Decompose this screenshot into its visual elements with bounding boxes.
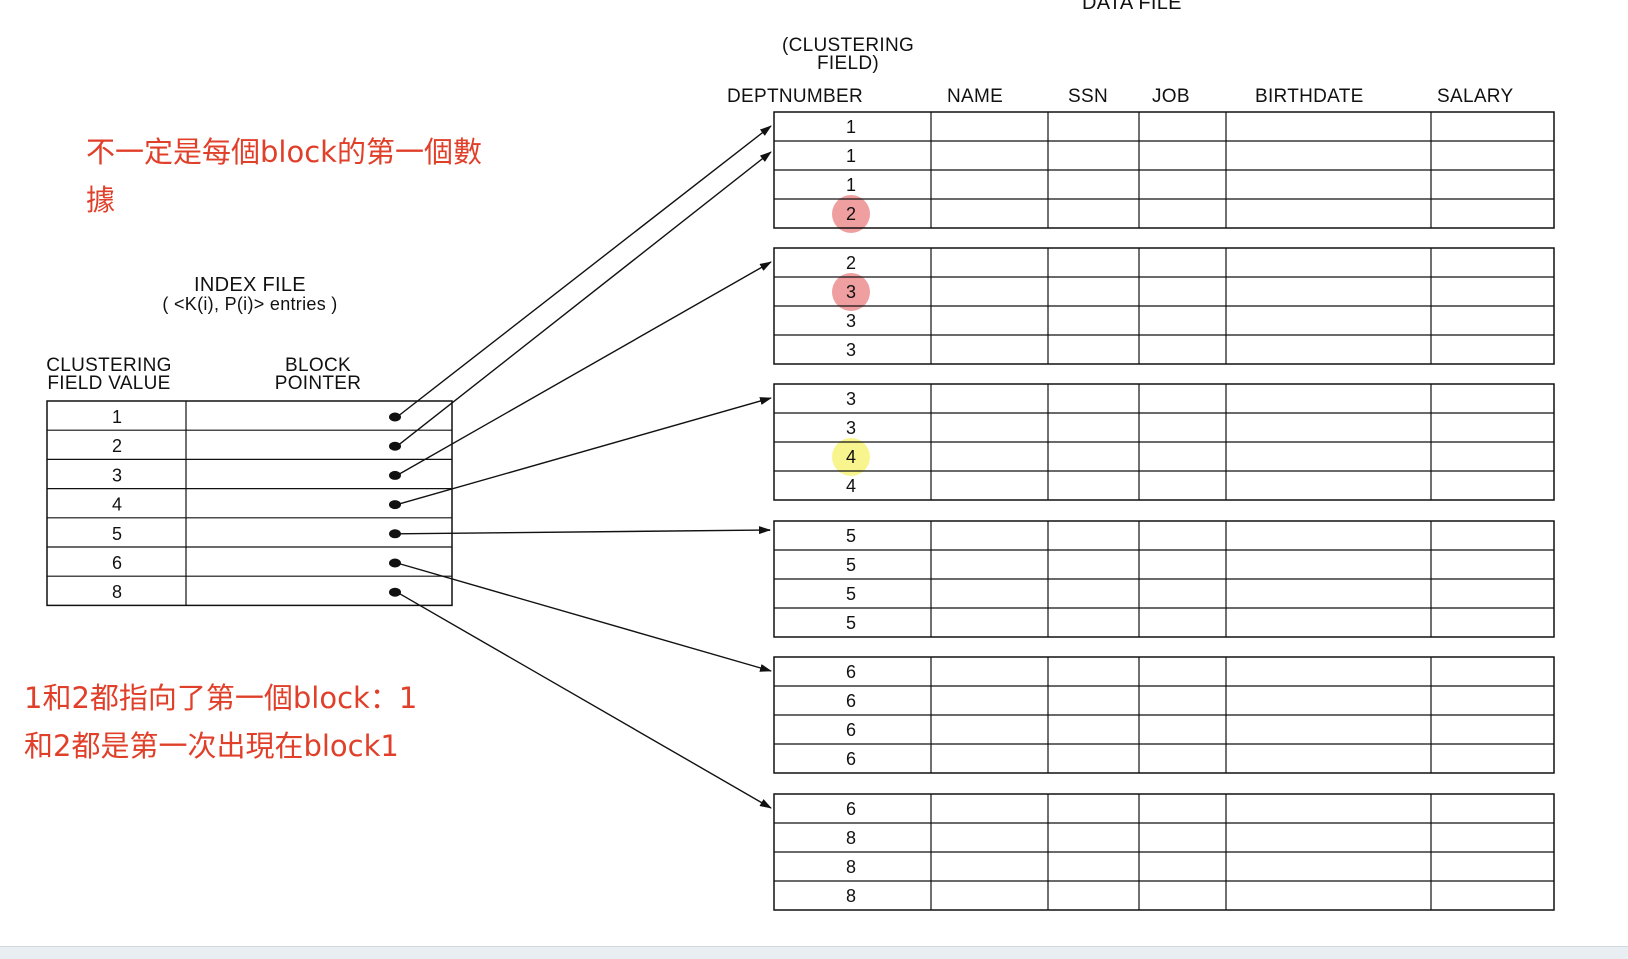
block-pointer-dot [389, 412, 401, 422]
index-file-subtitle: ( <K(i), P(i)> entries ) [162, 294, 338, 314]
column-header-deptnumber: DEPTNUMBER [727, 86, 864, 107]
deptnumber-cell: 4 [846, 476, 856, 496]
highlight-circle [832, 195, 870, 233]
deptnumber-cell: 8 [846, 828, 856, 848]
clustering-field-label-line2: FIELD) [817, 53, 879, 74]
bottom-annotation: 1和2都指向了第一個block：1 和2都是第一次出現在block1 [24, 674, 417, 770]
deptnumber-cell: 6 [846, 749, 856, 769]
deptnumber-cell: 5 [846, 526, 856, 546]
block-pointer-dot [389, 470, 401, 480]
index-key-cell: 2 [112, 436, 122, 456]
deptnumber-cell: 4 [846, 447, 856, 467]
column-header-salary: SALARY [1437, 86, 1514, 107]
pointer-arrow [396, 125, 772, 418]
block-pointer-dot [389, 558, 401, 568]
index-key-cell: 8 [112, 582, 122, 602]
highlight-layer [832, 195, 870, 476]
data-block-3: 3 3 4 4 [773, 383, 1555, 501]
index-key-cell: 1 [112, 407, 122, 427]
deptnumber-cell: 6 [846, 691, 856, 711]
block-pointer-dot [389, 500, 401, 510]
index-key-cell: 4 [112, 495, 122, 515]
deptnumber-cell: 5 [846, 555, 856, 575]
block-pointer-dot [389, 587, 401, 597]
index-col2-line2: POINTER [274, 373, 362, 394]
column-header-job: JOB [1152, 86, 1190, 107]
index-key-cell: 5 [112, 524, 122, 544]
index-col1-line2: FIELD VALUE [47, 373, 171, 394]
pointer-arrow [396, 526, 771, 535]
deptnumber-cell: 2 [846, 253, 856, 273]
deptnumber-cell: 6 [846, 799, 856, 819]
highlight-circle [832, 438, 870, 476]
window-bottom-edge [0, 946, 1628, 959]
pointer-arrow [396, 151, 772, 447]
clustering-field-label: (CLUSTERING FIELD) [748, 35, 948, 74]
column-header-name: NAME [947, 86, 1004, 107]
index-col-clustering-field-value: CLUSTERING FIELD VALUE [14, 355, 204, 394]
deptnumber-cell: 8 [846, 886, 856, 906]
data-block-2: 2 3 3 3 [773, 247, 1555, 365]
data-block-6: 6 8 8 8 [773, 793, 1555, 911]
index-col1-line1: CLUSTERING [46, 355, 172, 376]
pointer-arrow [396, 261, 772, 477]
bottom-annotation-line2: 和2都是第一次出現在block1 [24, 729, 399, 763]
index-col2-line1: BLOCK [285, 355, 351, 376]
deptnumber-cell: 1 [846, 146, 856, 166]
top-annotation-line1: 不一定是每個block的第一個數 [86, 135, 482, 169]
deptnumber-cell: 5 [846, 584, 856, 604]
deptnumber-cell: 6 [846, 720, 856, 740]
deptnumber-cell: 2 [846, 204, 856, 224]
column-header-ssn: SSN [1068, 86, 1108, 107]
pointer-arrow [396, 591, 772, 809]
index-table-border [46, 400, 453, 607]
index-key-cell: 3 [112, 465, 122, 485]
deptnumber-cell: 6 [846, 662, 856, 682]
deptnumber-cell: 3 [846, 282, 856, 302]
pointer-arrows [396, 125, 772, 809]
deptnumber-cell: 5 [846, 613, 856, 633]
data-file-blocks: 1 1 1 2 2 3 3 3 3 3 4 4 5 5 5 5 6 6 6 6 6 8 8 8 [773, 111, 1555, 911]
deptnumber-cell: 1 [846, 175, 856, 195]
deptnumber-cell: 3 [846, 418, 856, 438]
index-file-title: INDEX FILE [194, 274, 306, 296]
deptnumber-cell: 3 [846, 340, 856, 360]
index-col-block-pointer: BLOCK POINTER [238, 355, 398, 394]
deptnumber-cell: 3 [846, 389, 856, 409]
pointer-arrow [396, 397, 772, 506]
bottom-annotation-line1: 1和2都指向了第一個block：1 [24, 681, 418, 715]
index-key-cell: 6 [112, 553, 122, 573]
data-block-1: 1 1 1 2 [773, 111, 1555, 229]
data-file-title: DATA FILE [1082, 0, 1182, 14]
top-annotation: 不一定是每個block的第一個數 據 [86, 128, 482, 224]
highlight-circle [832, 273, 870, 311]
data-block-5: 6 6 6 6 [773, 656, 1555, 774]
deptnumber-cell: 8 [846, 857, 856, 877]
index-file-table: 1 2 3 4 5 6 8 [46, 400, 453, 607]
deptnumber-cell: 3 [846, 311, 856, 331]
top-annotation-line2: 據 [86, 183, 116, 217]
data-block-4: 5 5 5 5 [773, 520, 1555, 638]
clustering-field-label-line1: (CLUSTERING [781, 35, 915, 56]
block-pointer-dot [389, 441, 401, 451]
block-pointer-dot [389, 529, 401, 539]
pointer-arrow [396, 562, 772, 672]
deptnumber-cell: 1 [846, 117, 856, 137]
column-header-birthdate: BIRTHDATE [1255, 86, 1364, 107]
